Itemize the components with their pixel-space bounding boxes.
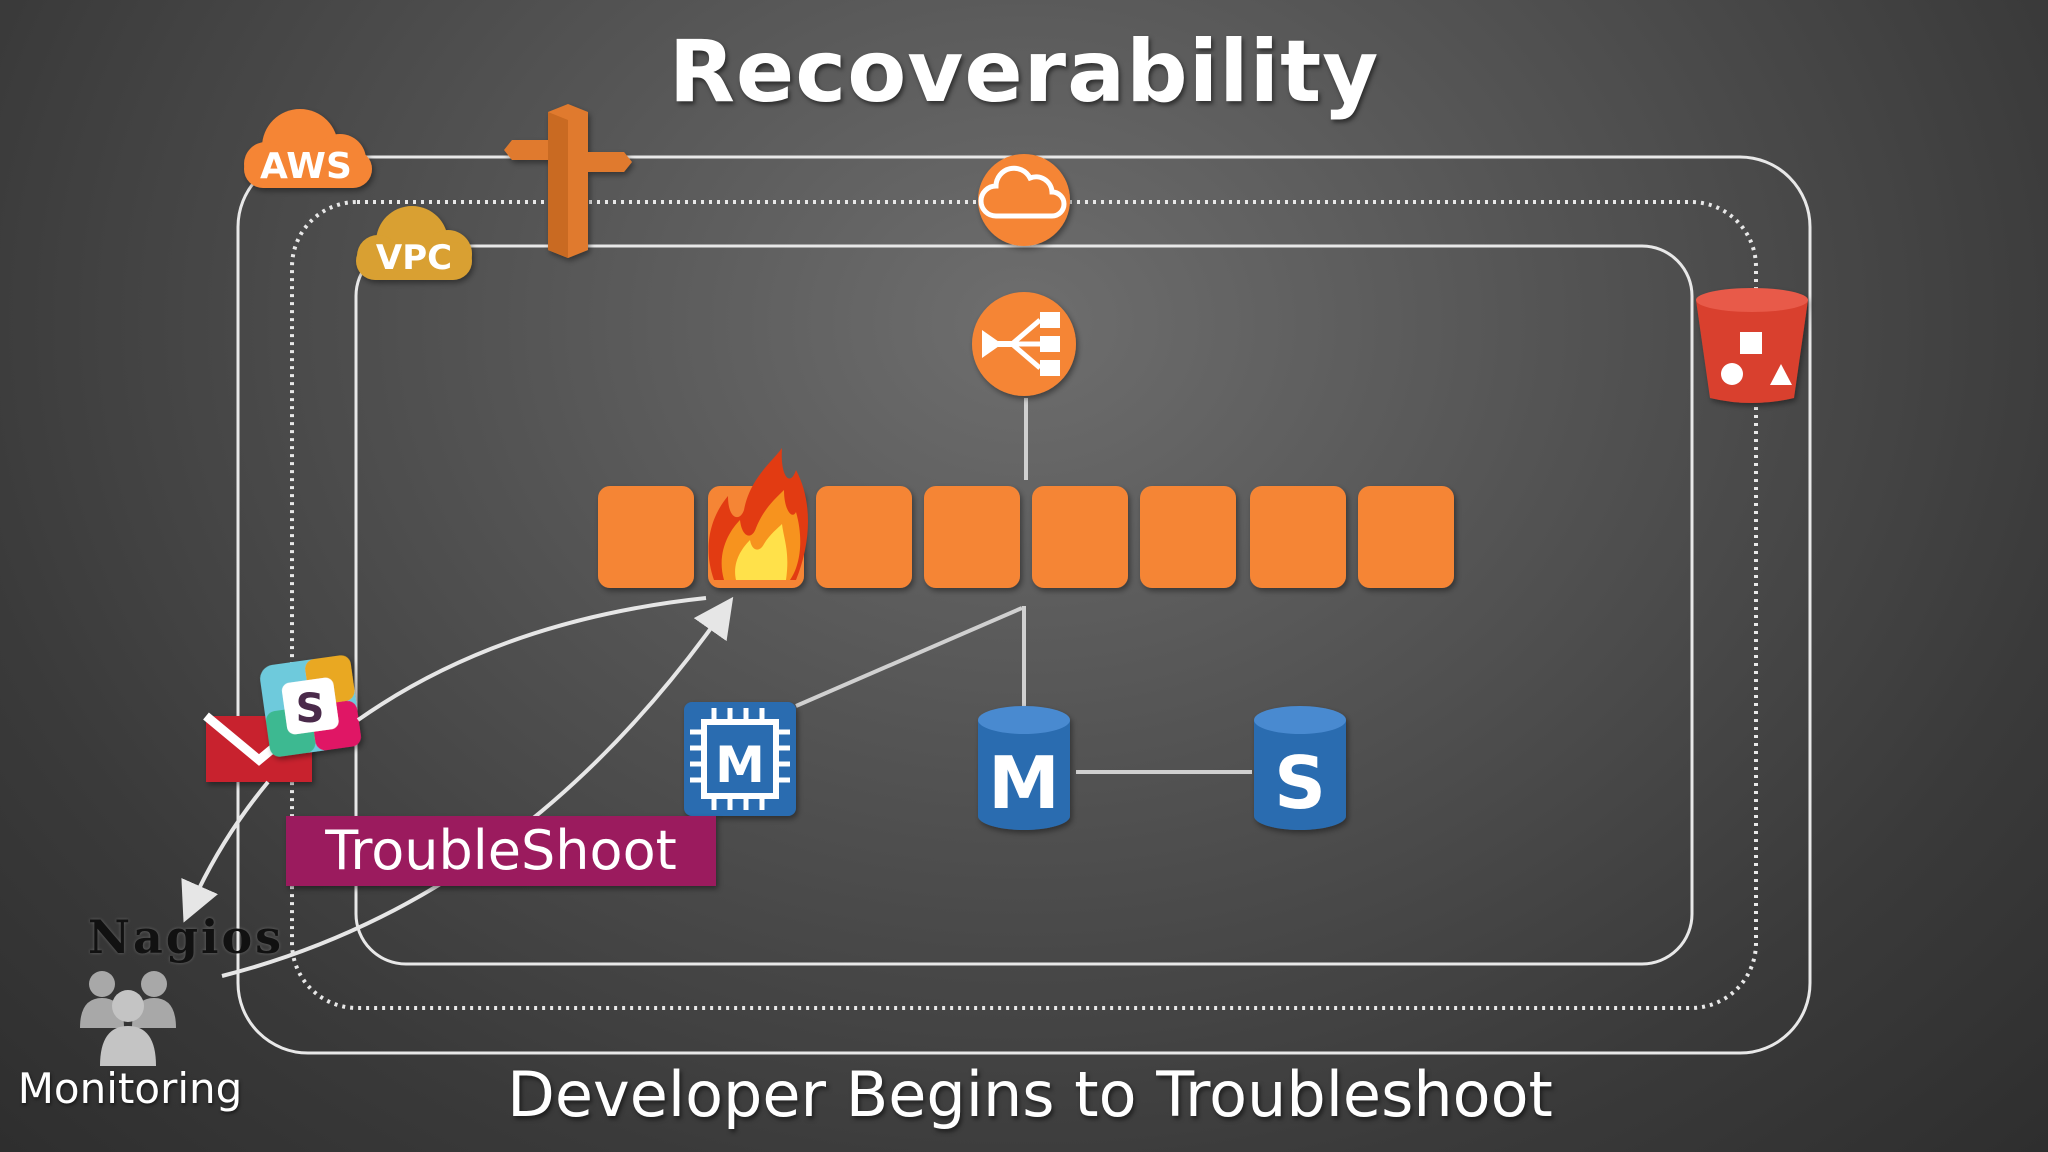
route53-signpost-icon — [504, 104, 632, 258]
instance-box[interactable] — [1358, 486, 1454, 588]
cache-label: M — [715, 736, 765, 794]
aws-cloud-icon — [244, 109, 372, 188]
database-slave-icon[interactable] — [1254, 706, 1346, 830]
db-slave-label: S — [1274, 741, 1326, 825]
database-master-icon[interactable] — [978, 706, 1070, 830]
instance-box[interactable] — [924, 486, 1020, 588]
instance-box[interactable] — [1032, 486, 1128, 588]
troubleshoot-callout: TroubleShoot — [286, 816, 716, 886]
cloud-gateway-icon[interactable] — [978, 154, 1070, 246]
instances-to-cache-line — [795, 606, 1023, 708]
load-balancer-icon[interactable] — [972, 292, 1076, 396]
aws-label: AWS — [260, 146, 352, 187]
instance-box[interactable] — [1250, 486, 1346, 588]
slack-icon[interactable] — [258, 654, 362, 758]
instance-to-alert-curve — [356, 596, 707, 722]
instance-box[interactable] — [1140, 486, 1236, 588]
monitoring-label: Monitoring — [17, 1064, 243, 1113]
db-master-label: M — [988, 741, 1060, 825]
vpc-cloud-icon — [356, 206, 472, 280]
aws-region-boundary — [236, 155, 1812, 1055]
instance-box[interactable] — [598, 486, 694, 588]
users-group-icon — [80, 971, 176, 1066]
nagios-logo: Nagios — [88, 910, 285, 964]
alert-to-monitoring-arrow — [181, 780, 270, 923]
instance-box[interactable] — [816, 486, 912, 588]
slack-label: S — [296, 686, 325, 732]
slide-caption: Developer Begins to Troubleshoot — [507, 1058, 1553, 1131]
memcached-chip-icon[interactable] — [684, 702, 796, 816]
page-title: Recoverability — [668, 22, 1380, 122]
vpc-label: VPC — [376, 238, 452, 278]
s3-bucket-icon[interactable] — [1696, 288, 1808, 403]
fire-icon — [708, 448, 808, 580]
